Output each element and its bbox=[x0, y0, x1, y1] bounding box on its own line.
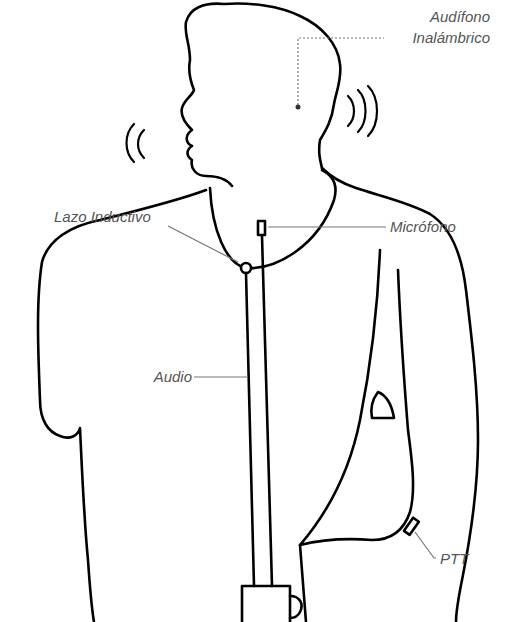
leader-dot bbox=[296, 105, 301, 110]
radio-body bbox=[242, 586, 290, 622]
part-label: Micrófono bbox=[390, 216, 500, 237]
leader-line bbox=[268, 226, 386, 227]
head-outline bbox=[182, 4, 341, 187]
part-label: Audífono Inalámbrico bbox=[386, 6, 490, 48]
sound-wave bbox=[348, 86, 377, 136]
audio-cable bbox=[246, 273, 254, 586]
leader-line bbox=[415, 532, 436, 558]
left-body-outline bbox=[38, 190, 206, 622]
radio-clip bbox=[290, 596, 302, 618]
leader-line bbox=[298, 38, 384, 105]
inductive-loop bbox=[210, 170, 336, 268]
part-label: Audio bbox=[140, 366, 192, 387]
ptt-switch bbox=[404, 518, 419, 535]
sound-wave bbox=[127, 124, 145, 162]
part-label: PTT bbox=[440, 548, 490, 569]
leader-line bbox=[168, 226, 238, 262]
microphone bbox=[258, 221, 265, 235]
part-label: Lazo Inductivo bbox=[54, 206, 174, 227]
hand-gap bbox=[371, 392, 394, 418]
loop-connector bbox=[241, 263, 251, 273]
leader-line bbox=[194, 376, 248, 377]
arm-inner-outline bbox=[300, 250, 413, 545]
microphone-cable bbox=[262, 236, 272, 586]
